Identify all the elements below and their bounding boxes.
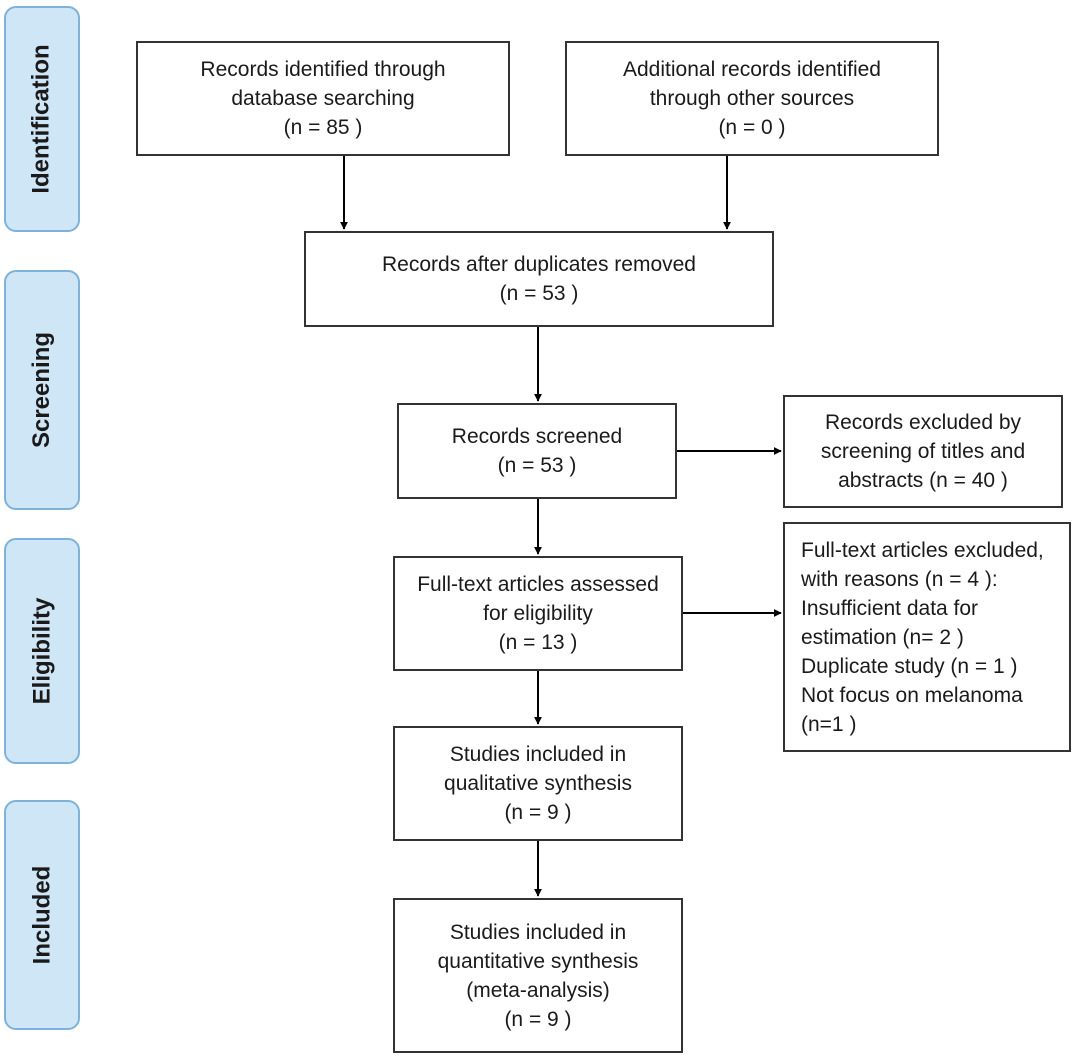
box-line: Full-text articles excluded,	[801, 538, 1044, 562]
box-line: screening of titles and	[820, 440, 1026, 463]
box-line: Records identified through	[200, 58, 446, 81]
box-after-duplicates: Records after duplicates removed (n = 53…	[304, 231, 774, 327]
box-line: (n=1 )	[801, 712, 857, 736]
box-quantitative-synthesis: Studies included in quantitative synthes…	[393, 898, 683, 1053]
box-line: (n = 13 )	[498, 631, 578, 654]
box-line: Full-text articles assessed	[417, 573, 659, 596]
box-line: qualitative synthesis	[444, 772, 632, 795]
box-line: abstracts (n = 40 )	[838, 469, 1008, 492]
box-line: (n = 85 )	[283, 116, 363, 139]
box-line: Insufficient data for	[801, 596, 979, 620]
phase-screening: Screening	[4, 270, 80, 510]
box-line: with reasons (n = 4 ):	[801, 567, 998, 591]
phase-eligibility: Eligibility	[4, 538, 80, 764]
phase-identification: Identification	[4, 6, 80, 232]
box-other-sources: Additional records identified through ot…	[565, 41, 939, 156]
box-line: Records after duplicates removed	[382, 253, 696, 276]
box-line: (n = 9 )	[504, 1007, 572, 1031]
box-line: for eligibility	[483, 602, 593, 625]
phase-included: Included	[4, 800, 80, 1030]
box-line: Studies included in	[449, 920, 627, 944]
box-line: (n = 0 )	[718, 116, 786, 139]
box-line: Duplicate study (n = 1 )	[801, 654, 1018, 678]
box-line: database searching	[231, 87, 415, 110]
box-line: (n = 53 )	[497, 454, 577, 477]
box-line: through other sources	[649, 87, 855, 110]
box-line: (n = 53 )	[499, 282, 579, 305]
box-excluded-screening: Records excluded by screening of titles …	[783, 395, 1063, 508]
box-line: quantitative synthesis	[437, 949, 639, 973]
box-fulltext-assessed: Full-text articles assessed for eligibil…	[393, 556, 683, 671]
box-line: (n = 9 )	[504, 801, 572, 824]
box-qualitative-synthesis: Studies included in qualitative synthesi…	[393, 726, 683, 841]
box-line: (meta-analysis)	[466, 978, 610, 1002]
box-line: Studies included in	[449, 743, 627, 766]
box-line: Records screened	[451, 425, 623, 448]
box-line: Records excluded by	[824, 411, 1022, 434]
box-line: Additional records identified	[623, 58, 881, 81]
box-records-screened: Records screened (n = 53 )	[397, 403, 677, 499]
box-line: estimation (n= 2 )	[801, 625, 964, 649]
box-line: Not focus on melanoma	[801, 683, 1023, 707]
box-database-searching: Records identified through database sear…	[136, 41, 510, 156]
box-fulltext-excluded: Full-text articles excluded, with reason…	[783, 522, 1071, 752]
